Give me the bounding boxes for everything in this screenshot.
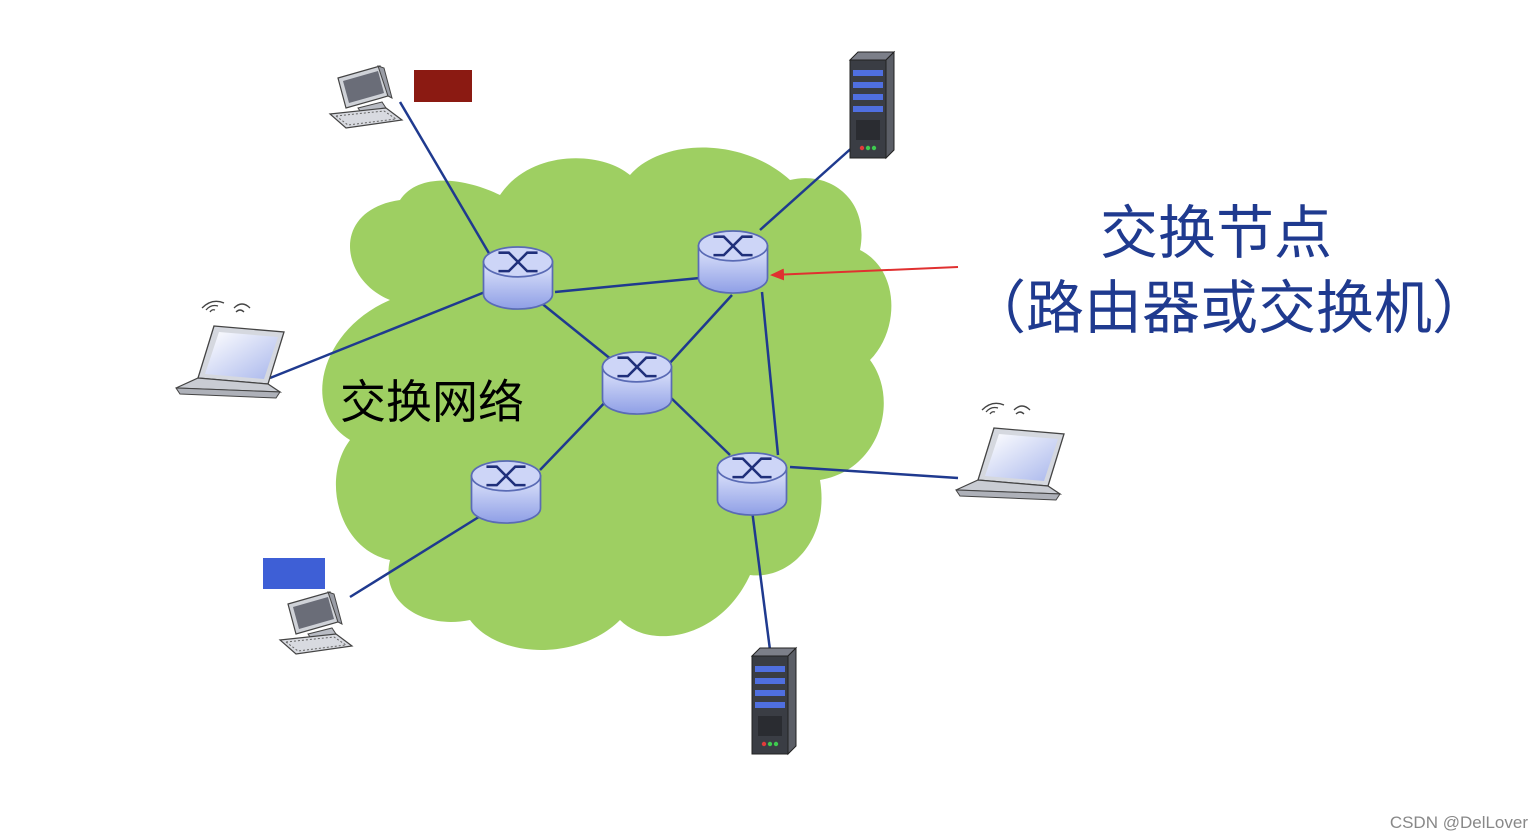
link-laptop1-router-a <box>269 288 491 380</box>
wireless-laptop-icon <box>175 300 285 399</box>
packet-red <box>414 70 472 102</box>
link-router-d-desktop2 <box>349 508 491 599</box>
server-tower-icon <box>849 51 895 159</box>
watermark: CSDN @DelLover <box>1390 813 1529 832</box>
router-icon <box>716 451 788 517</box>
packet-blue <box>263 558 325 589</box>
callout-subtitle: （路由器或交换机） <box>968 274 1490 342</box>
link-router-c-router-e <box>667 394 731 456</box>
link-router-e-laptop2 <box>789 465 959 480</box>
desktop-computer-icon <box>329 65 403 129</box>
server-tower-icon <box>751 647 797 755</box>
link-server1-router-b <box>759 144 856 231</box>
network-links <box>269 101 959 651</box>
router-icon <box>601 350 673 416</box>
link-router-a-router-c <box>539 301 613 361</box>
link-router-b-router-c <box>667 294 733 366</box>
link-router-e-server2 <box>750 509 772 651</box>
router-icon <box>482 245 554 311</box>
cloud-label: 交换网络 <box>340 375 524 429</box>
wireless-laptop-icon <box>955 402 1065 501</box>
link-router-a-router-b <box>554 276 701 294</box>
callout-arrow <box>770 266 959 281</box>
callout-title: 交换节点 <box>1100 199 1332 267</box>
link-router-b-router-e <box>760 291 780 456</box>
link-router-c-router-d <box>539 394 613 471</box>
desktop-computer-icon <box>279 591 353 655</box>
link-desktop1-router-a <box>398 101 492 256</box>
router-icon <box>697 229 769 295</box>
router-icon <box>470 459 542 525</box>
